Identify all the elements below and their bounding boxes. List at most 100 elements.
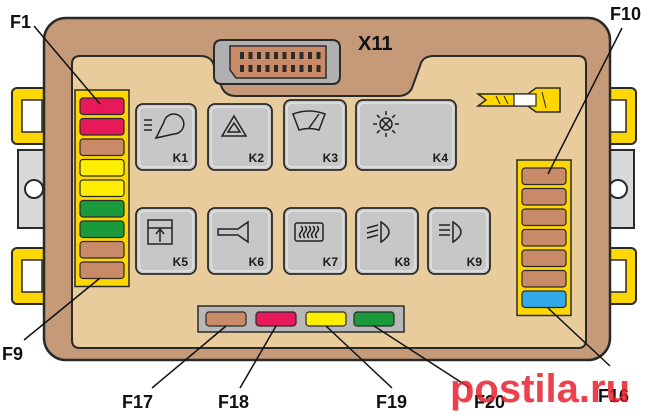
relay-k4: K4: [355, 99, 457, 171]
label-f10: F10: [610, 4, 641, 24]
connector-pins: [240, 52, 321, 72]
relay-label: K2: [249, 151, 265, 165]
fuse: [79, 158, 125, 177]
fuse: [521, 228, 567, 247]
fuse: [521, 167, 567, 186]
wiper-arm: [308, 113, 320, 129]
heat-wave: [302, 225, 308, 239]
label-f18: F18: [218, 392, 249, 412]
label-f9: F9: [2, 344, 23, 364]
relay-k3: K3: [283, 99, 347, 171]
connector-pin: [274, 65, 278, 72]
label-f16: F16: [598, 386, 629, 406]
connector-pin: [257, 52, 261, 59]
fuse: [353, 311, 395, 327]
connector-label: X11: [358, 33, 392, 55]
fuse-row-bottom: [197, 305, 405, 333]
relay-k7: K7: [283, 207, 347, 275]
relay-highlight: [430, 210, 488, 272]
fuse: [79, 97, 125, 116]
label-f19: F19: [376, 392, 407, 412]
relay-highlight: [210, 106, 270, 168]
leader-lines: [23, 25, 623, 389]
fuse: [79, 199, 125, 218]
lamp-icon: [379, 117, 393, 131]
connector-pin: [282, 65, 287, 72]
hazard-triangle-icon: [220, 114, 248, 137]
fuse: [521, 208, 567, 227]
relay-k9: K9: [427, 207, 491, 275]
leader-line: [23, 277, 101, 341]
heat-wave: [306, 225, 312, 239]
fuse: [521, 249, 567, 268]
fuse: [521, 187, 567, 206]
windshield-wiper-icon: [292, 110, 326, 131]
relay-label: K6: [249, 255, 265, 269]
lamp-cross: [381, 119, 391, 129]
relay-highlight: [286, 210, 344, 272]
relay-highlight: [210, 210, 270, 272]
hazard-inner-triangle: [226, 121, 242, 133]
relay-highlight: [286, 102, 344, 168]
lamp-ray: [391, 114, 396, 119]
beam-line: [366, 234, 379, 239]
watermark-text: postila.ru: [450, 367, 630, 411]
rear-defrost-icon: [294, 222, 324, 242]
connector-pin: [265, 65, 270, 72]
window-arrow-head: [155, 227, 165, 235]
fuse: [521, 290, 567, 309]
window-lift-icon: [147, 219, 173, 245]
low-beam-icon: [380, 220, 390, 244]
connector-x11: X11: [213, 33, 392, 85]
relay-highlight: [138, 210, 194, 272]
leader-line: [325, 325, 393, 389]
connector-pin: [257, 65, 261, 72]
relay-k8: K8: [355, 207, 419, 275]
connector-pin: [291, 52, 295, 59]
connector-pin: [274, 52, 278, 59]
fuse-box-plate: [71, 55, 587, 349]
relay-body: [355, 99, 457, 171]
connector-pin: [316, 52, 321, 59]
connector-pin: [282, 52, 287, 59]
horn-icon: [217, 220, 249, 244]
lamp-ray: [376, 114, 381, 119]
label-f20: F20: [474, 392, 505, 412]
wiper-washer-icon: [154, 113, 185, 140]
connector-pin: [265, 52, 270, 59]
connector-pin: [248, 65, 253, 72]
relay-label: K1: [173, 151, 189, 165]
connector-pin: [308, 65, 312, 72]
leader-line: [151, 325, 227, 389]
leader-line: [373, 325, 471, 389]
lamp-ray: [391, 129, 396, 134]
fuse: [79, 240, 125, 259]
fuse-column-right: [516, 159, 572, 317]
connector-pin: [299, 65, 304, 72]
relay-body: [207, 207, 273, 275]
relay-k1: K1: [135, 103, 197, 171]
fuse-column-left: [74, 89, 130, 288]
relay-highlight: [358, 102, 454, 168]
lamp-ray: [376, 129, 381, 134]
relay-highlight: [358, 210, 416, 272]
leader-line: [547, 307, 611, 367]
high-beam-icon: [452, 220, 462, 244]
relay-body: [355, 207, 419, 275]
connector-pin: [291, 65, 295, 72]
heat-wave: [314, 225, 320, 239]
fuse: [79, 117, 125, 136]
heat-wave: [298, 225, 304, 239]
leader-line: [547, 27, 623, 175]
relay-k5: K5: [135, 207, 197, 275]
relay-body: [135, 207, 197, 275]
heat-wave: [310, 225, 316, 239]
relay-highlight: [138, 106, 194, 168]
relay-body: [207, 103, 273, 171]
relay-label: K8: [395, 255, 411, 269]
relay-label: K5: [173, 255, 189, 269]
beam-line: [366, 224, 379, 229]
